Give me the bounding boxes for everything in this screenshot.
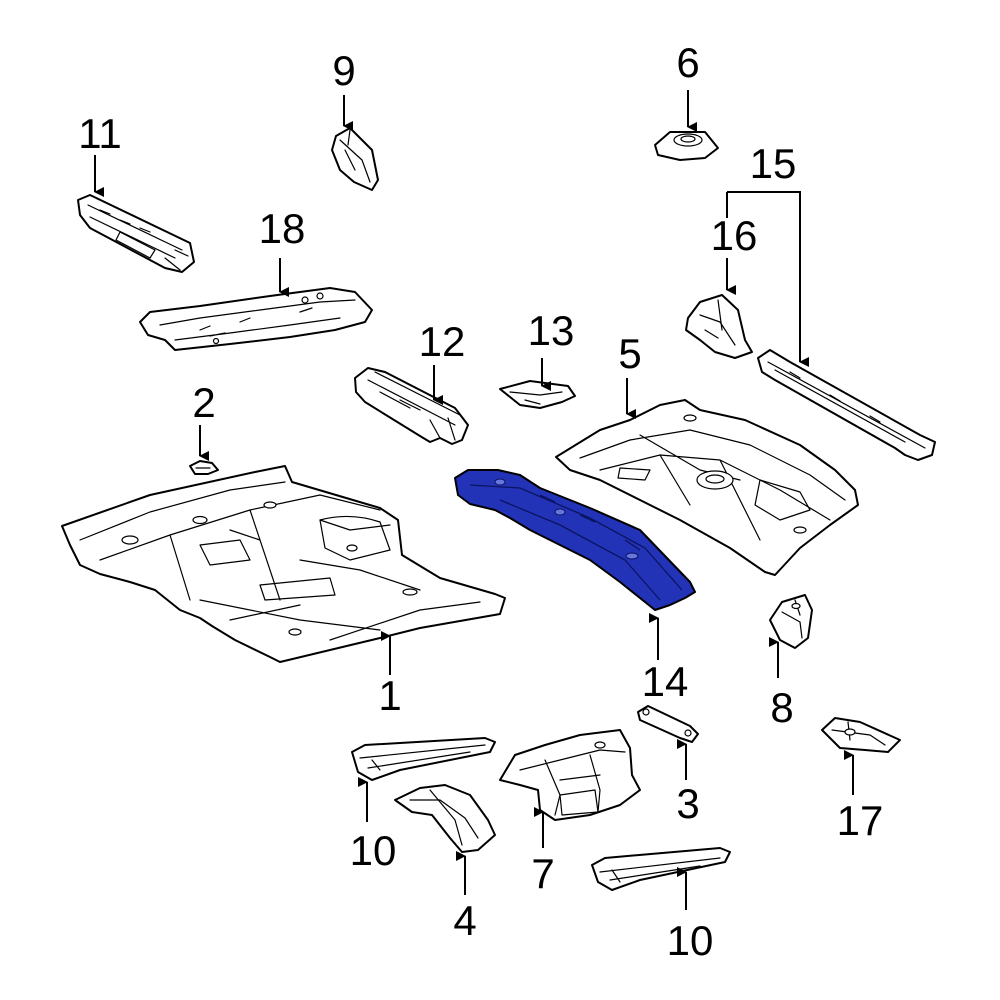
callout-5: 5 <box>618 330 641 377</box>
part-15-rear-crossmember[interactable] <box>757 349 936 461</box>
callout-labels: 9 6 11 15 18 16 12 13 5 2 14 1 8 3 17 10… <box>78 39 883 964</box>
callout-18: 18 <box>259 205 306 252</box>
part-7-side-member[interactable] <box>499 729 641 821</box>
part-12-crossmember[interactable] <box>354 367 469 445</box>
callout-17: 17 <box>837 797 884 844</box>
callout-11: 11 <box>78 110 122 157</box>
part-10-rocker-reinforcement-lower[interactable] <box>591 847 731 891</box>
part-5-rear-floor-pan[interactable] <box>555 399 859 576</box>
callout-13: 13 <box>528 307 575 354</box>
part-18-crossmember[interactable] <box>139 287 373 351</box>
part-10-rocker-reinforcement-upper[interactable] <box>351 737 496 781</box>
part-9-bracket[interactable] <box>331 127 379 191</box>
callout-9: 9 <box>332 47 355 94</box>
callout-4: 4 <box>453 897 476 944</box>
part-4-bracket[interactable] <box>394 784 496 853</box>
part-6-mount[interactable] <box>654 131 719 161</box>
callout-16: 16 <box>711 212 758 259</box>
callout-8: 8 <box>770 684 793 731</box>
callout-2: 2 <box>192 379 215 426</box>
callout-1: 1 <box>378 672 401 719</box>
part-17-bracket[interactable] <box>821 717 901 753</box>
callout-14: 14 <box>642 658 689 705</box>
leader-15 <box>727 191 809 367</box>
callout-6: 6 <box>676 39 699 86</box>
part-16-bracket[interactable] <box>685 294 753 359</box>
part-2-plug[interactable] <box>189 460 219 475</box>
leader-lines <box>94 90 854 910</box>
callout-7: 7 <box>531 850 554 897</box>
callout-10-lower: 10 <box>667 917 714 964</box>
part-3-brace[interactable] <box>637 705 699 743</box>
part-14-tunnel-reinforcement[interactable] <box>454 469 696 611</box>
callout-10-upper: 10 <box>350 827 397 874</box>
callout-12: 12 <box>419 318 466 365</box>
part-1-front-floor-pan[interactable] <box>61 465 506 663</box>
callout-3: 3 <box>676 780 699 827</box>
part-13-bracket[interactable] <box>499 380 576 409</box>
callout-15: 15 <box>750 140 797 187</box>
part-11-crossmember[interactable] <box>77 194 195 273</box>
part-8-bracket[interactable] <box>769 594 813 649</box>
